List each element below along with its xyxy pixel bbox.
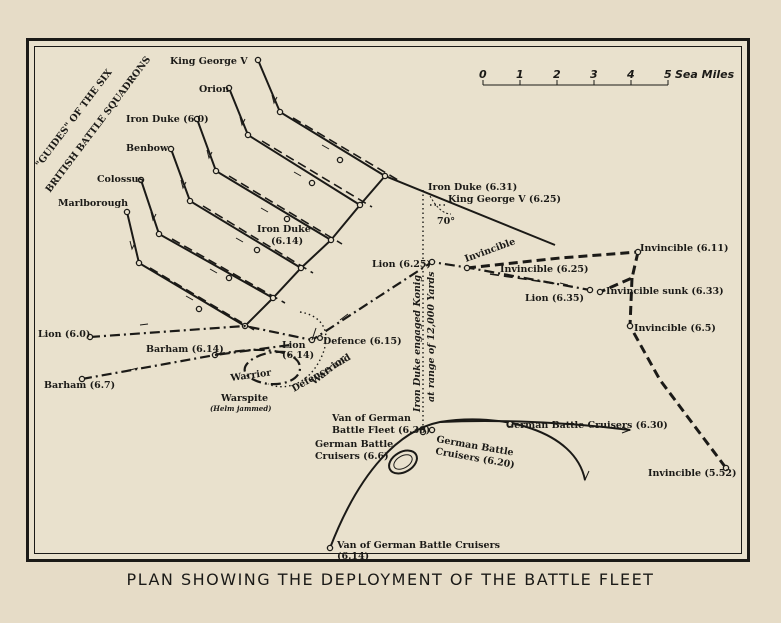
- label-lion-614-a: Lion: [282, 340, 306, 351]
- label-iron-duke-614-a: Iron Duke: [257, 224, 311, 235]
- label-lion-635: Lion (6.35): [525, 293, 584, 304]
- label-lion-625: Lion (6.25): [372, 259, 431, 270]
- label-iron-duke-60: Iron Duke (6.0): [126, 114, 209, 125]
- label-barham-67: Barham (6.7): [44, 380, 115, 391]
- label-defence-615: Defence (6.15): [323, 336, 402, 347]
- map-inner-border: [34, 46, 742, 554]
- label-barham-614: Barham (6.14): [146, 344, 224, 355]
- scale-unit: Sea Miles: [675, 68, 735, 81]
- warspite-loop: [214, 311, 327, 388]
- label-invincible-552: Invincible (5.52): [648, 468, 737, 479]
- label-kgv-625: King George V (6.25): [448, 194, 561, 205]
- label-helm-jammed: (Helm jammed): [210, 404, 271, 413]
- label-van-german-bc-b: (6.14): [337, 551, 369, 562]
- map-caption: PLAN SHOWING THE DEPLOYMENT OF THE BATTL…: [126, 570, 655, 589]
- label-warspite: Warspite: [220, 393, 268, 404]
- label-german-bc-630: German Battle Cruisers (6.30): [506, 420, 668, 431]
- german-tracks: [326, 418, 632, 552]
- label-king-george-v: King George V: [170, 56, 248, 67]
- direction-arrows: [129, 94, 330, 301]
- label-orion: Orion: [199, 84, 229, 95]
- label-benbow: Benbow: [126, 143, 169, 154]
- label-invincible-625: Invincible (6.25): [500, 264, 589, 275]
- scale-tick-1: 1: [516, 68, 524, 81]
- scale-tick-0: 0: [479, 68, 487, 81]
- label-iron-duke-631: Iron Duke (6.31): [428, 182, 517, 193]
- label-colossus: Colossus: [97, 174, 144, 185]
- map-frame: [26, 38, 750, 562]
- label-invincible-a: Invincible: [463, 236, 517, 264]
- lion-track: [86, 258, 594, 344]
- label-marlborough: Marlborough: [58, 198, 128, 209]
- label-invincible-611: Invincible (6.11): [640, 243, 729, 254]
- label-lion-60: Lion (6.0): [38, 329, 90, 340]
- label-iron-duke-engaged-a: Iron Duke engaged Konig: [412, 275, 423, 413]
- label-german-bc-left-b: Cruisers (6.6): [315, 451, 389, 462]
- label-iron-duke-engaged-b: at range of 12,000 Yards: [426, 271, 437, 402]
- scale-tick-2: 2: [553, 68, 561, 81]
- label-van-german-fleet-a: Van of German: [331, 413, 411, 424]
- label-warrior: Warrior: [229, 367, 273, 384]
- label-german-bc-left-a: German Battle: [315, 439, 393, 450]
- invincible-track: [463, 248, 730, 472]
- label-van-german-bc-a: Van of German Battle Cruisers: [336, 540, 500, 551]
- scale-tick-5: 5: [664, 68, 672, 81]
- engagement-line: [422, 190, 452, 430]
- label-angle-70: 70°: [437, 216, 455, 227]
- label-invincible-65: Invincible (6.5): [634, 323, 716, 334]
- scale-tick-3: 3: [590, 68, 598, 81]
- ship-positions: [123, 56, 389, 330]
- scale-tick-4: 4: [626, 68, 635, 81]
- squadron-tracks: [126, 59, 556, 327]
- scale-bar: 0 1 2 3 4 5 Sea Miles: [479, 68, 735, 86]
- label-van-german-fleet-b: Battle Fleet (6.30): [332, 425, 430, 436]
- label-lion-614-b: (6.14): [282, 350, 314, 361]
- label-iron-duke-614-b: (6.14): [271, 236, 303, 247]
- label-invincible-sunk: Invincible sunk (6.33): [606, 286, 724, 297]
- squadron-dash-tracks: [149, 117, 399, 332]
